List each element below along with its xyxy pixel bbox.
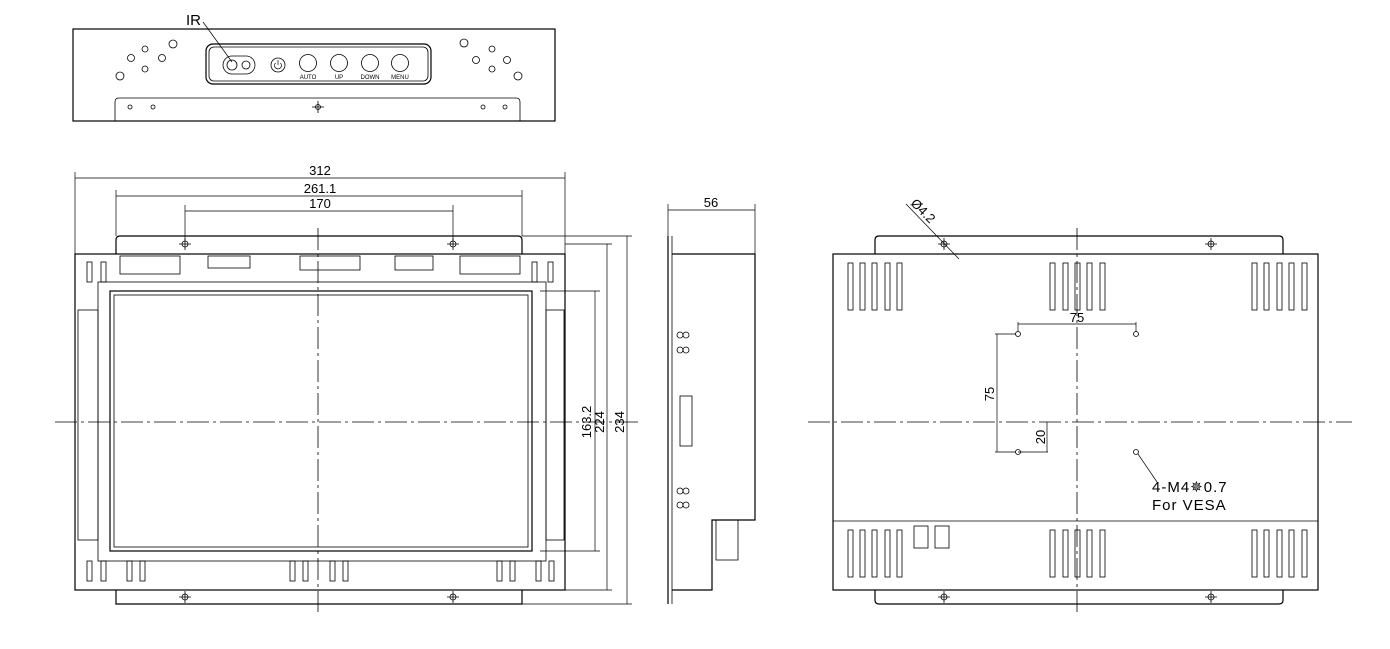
side-view: 56 (667, 195, 756, 604)
dim-body-height: 224 (592, 411, 607, 433)
vesa-note: For VESA (1152, 497, 1227, 514)
up-button[interactable] (330, 54, 348, 72)
dim-hole-spacing: 170 (309, 196, 331, 211)
dim-vesa-horizontal: 75 (1070, 310, 1084, 325)
menu-label: MENU (391, 75, 409, 81)
dim-overall-height: 234 (612, 411, 627, 433)
auto-label: AUTO (300, 75, 317, 81)
power-icon (274, 60, 282, 70)
back-view: Ø4.2 75 75 20 4-M4✵0.7 For VESA (808, 196, 1352, 612)
up-label: UP (335, 75, 343, 81)
front-view: 312 261.1 170 163.2 224 234 (55, 163, 640, 612)
top-left-screws (115, 38, 523, 113)
back-dimension-lines (905, 203, 1158, 483)
ir-sensor-icon (226, 59, 238, 71)
back-bracket-holes (938, 238, 1217, 603)
ir-label: IR (186, 12, 201, 29)
front-vents (86, 261, 555, 582)
dim-depth: 56 (704, 195, 718, 210)
dim-vesa-vertical: 75 (982, 387, 997, 401)
power-button[interactable] (270, 57, 286, 73)
dim-vesa-offset: 20 (1033, 430, 1048, 444)
down-button[interactable] (361, 54, 379, 72)
front-dimension-lines (74, 172, 632, 605)
led-icon (241, 60, 251, 70)
bracket-holes (179, 238, 459, 603)
dim-bracket-width: 261.1 (304, 181, 337, 196)
ir-window (222, 55, 256, 75)
down-label: DOWN (361, 75, 380, 81)
back-vents (847, 262, 1308, 578)
menu-button[interactable] (391, 54, 409, 72)
auto-button[interactable] (299, 54, 317, 72)
dim-screen-height: 163.2 (579, 406, 594, 439)
top-view: IR AUTO UP DOWN MENU (72, 12, 556, 122)
screw-note: 4-M4✵0.7 (1152, 479, 1228, 496)
dim-overall-width: 312 (309, 163, 331, 178)
